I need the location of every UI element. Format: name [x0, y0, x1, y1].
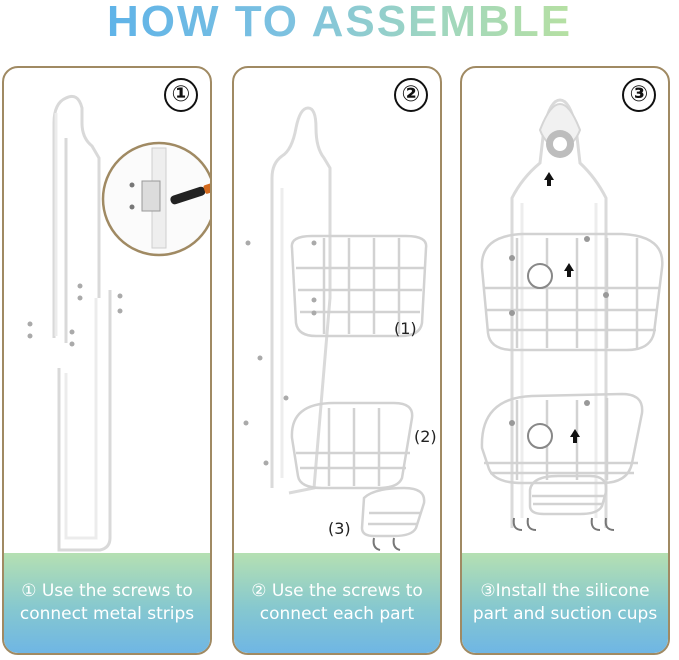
arrow-up-icons [544, 172, 580, 443]
assembled-caddy-illustration [480, 98, 664, 531]
step-caption-3: ③Install the silicone part and suction c… [462, 553, 668, 653]
top-basket [480, 232, 664, 352]
basket-label-1: (1) [394, 319, 417, 338]
basket-label-2: (2) [414, 427, 437, 446]
step-number-2: ② [394, 78, 428, 112]
basket-2 [290, 401, 414, 490]
suction-cup-icon-2 [527, 423, 553, 449]
baskets-illustration [243, 106, 428, 551]
step-number-3: ③ [622, 78, 656, 112]
soap-dish [360, 486, 426, 551]
step-number-1: ① [164, 78, 198, 112]
bottom-basket [480, 392, 644, 485]
soap-dish-label-3: (3) [328, 519, 351, 538]
suction-cup-icon-1 [527, 263, 553, 289]
page-title: HOW TO ASSEMBLE [0, 0, 679, 52]
step-caption-1: ① Use the screws to connect metal strips [4, 553, 210, 653]
step-caption-2: ② Use the screws to connect each part [234, 553, 440, 653]
metal-strips-illustration [27, 94, 210, 552]
step-panel-1: ① ① Use the screws to connect metal stri… [2, 66, 212, 655]
basket-1 [290, 234, 428, 338]
step-panel-3: ③ ③Install the silicone part and suction… [460, 66, 670, 655]
step-panel-2: ② (1) (2) (3) ② Use the screws to connec… [232, 66, 442, 655]
bottom-soap-dish [528, 474, 608, 516]
